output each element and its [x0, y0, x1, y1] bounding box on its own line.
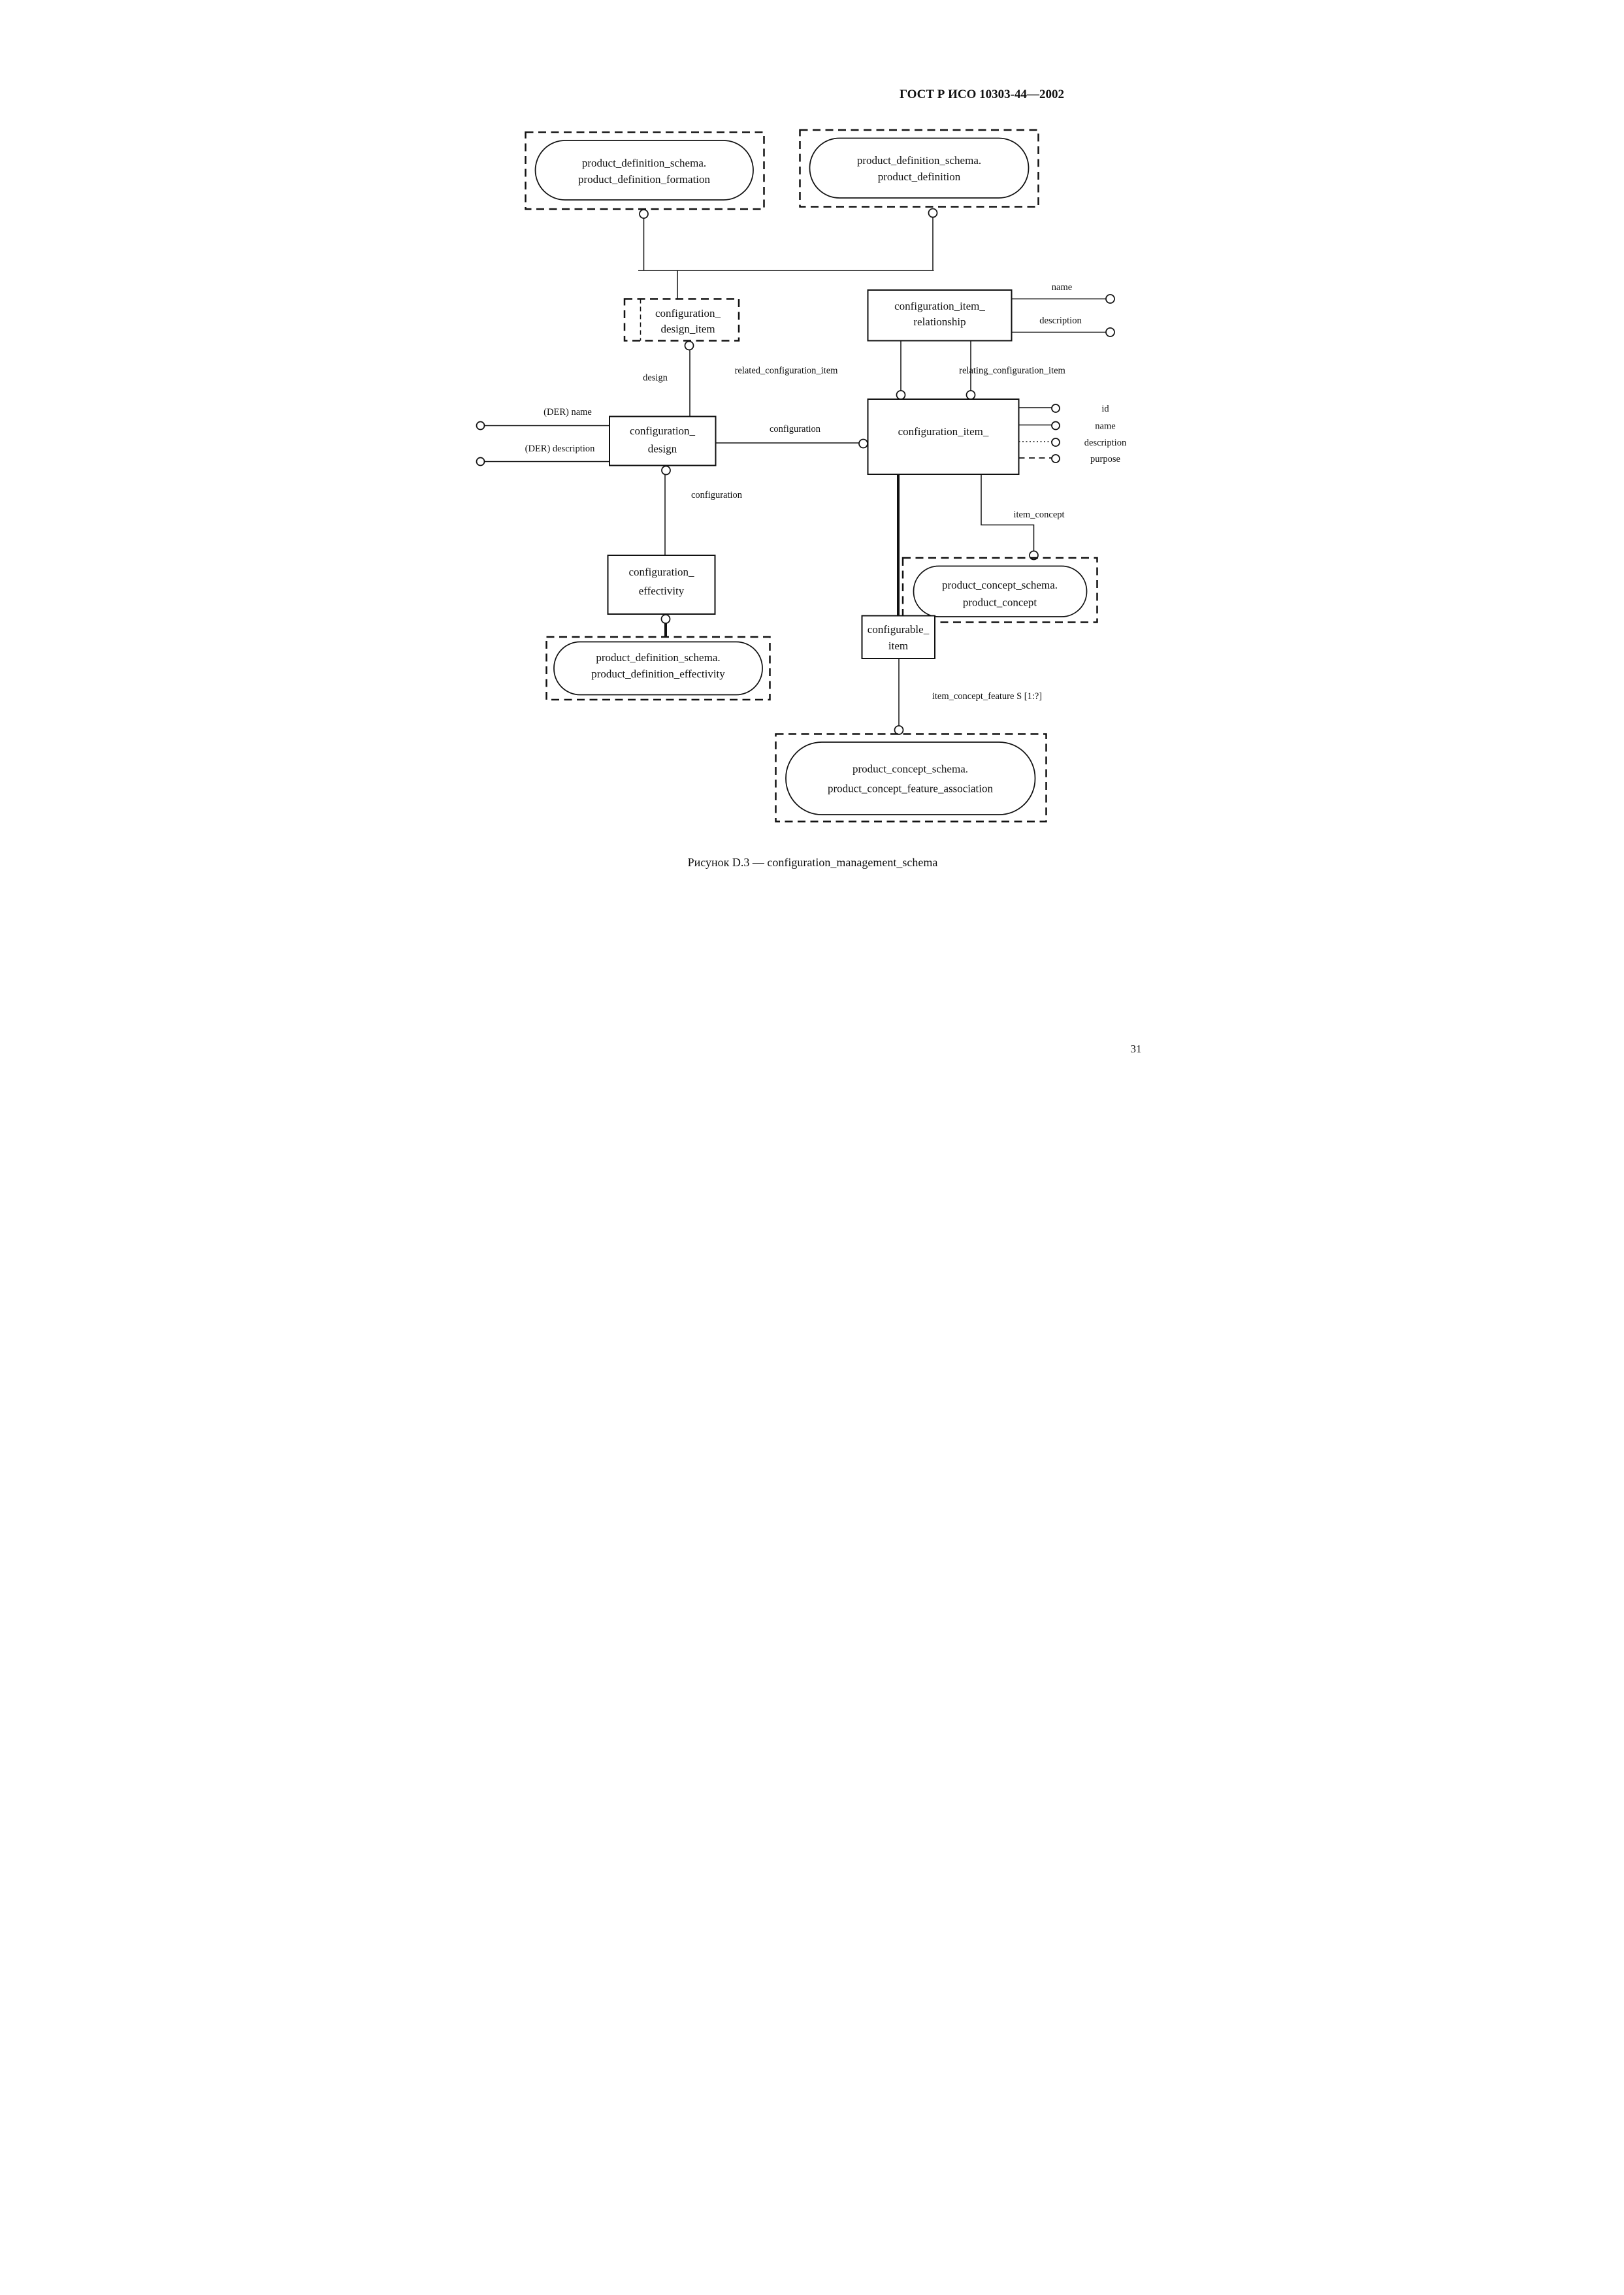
- connector-circle: [1105, 294, 1115, 304]
- attribute-label-der-name: (DER) name: [544, 407, 592, 417]
- entity-configuration-design-item: configuration_ design_item: [623, 298, 739, 342]
- ref-schema-line: product_definition_schema.: [856, 154, 981, 167]
- connector-circle: [476, 457, 485, 466]
- stadium-shape: [785, 741, 1035, 815]
- ref-product-concept: product_concept_schema. product_concept: [901, 557, 1098, 623]
- attribute-label-name: name: [1095, 421, 1115, 432]
- connector-circle: [894, 725, 903, 735]
- entity-frame: [867, 289, 1012, 342]
- entity-frame: [607, 555, 715, 615]
- entity-frame: [861, 615, 935, 659]
- document-page: ГОСТ Р ИСО 10303-44—2002 product_definit…: [406, 0, 1218, 1148]
- connector-circle: [858, 438, 868, 449]
- entity-configurable-item: configurable_ item: [861, 615, 935, 659]
- ref-entity-line: product_definition: [877, 171, 960, 183]
- dashed-schema-frame: [524, 131, 765, 210]
- connector-circle: [660, 465, 671, 476]
- entity-configuration-item: configuration_item_: [867, 399, 1019, 475]
- entity-name-line: design: [647, 443, 677, 455]
- connector-circle: [896, 390, 905, 400]
- entity-name-line: item: [888, 640, 907, 652]
- attribute-label-related-configuration-item: related_configuration_item: [734, 366, 838, 376]
- ref-product-definition-effectivity: product_definition_schema. product_defin…: [545, 636, 771, 701]
- attribute-label-description: description: [1039, 316, 1082, 326]
- stadium-shape: [553, 641, 763, 696]
- attribute-label-description: description: [1084, 438, 1126, 448]
- express-g-diagram: ГОСТ Р ИСО 10303-44—2002 product_definit…: [406, 0, 1218, 1148]
- connector-circle: [1050, 438, 1060, 447]
- dashed-schema-frame: [774, 733, 1047, 822]
- attribute-label-relating-configuration-item: relating_configuration_item: [959, 366, 1065, 376]
- entity-name-line: configuration_item_: [894, 300, 985, 312]
- ref-entity-line: product_definition_formation: [577, 173, 710, 186]
- attribute-label-der-description: (DER) description: [525, 444, 594, 454]
- connector-circle: [1050, 421, 1060, 431]
- stadium-shape: [809, 137, 1029, 199]
- ref-entity-line: product_definition_effectivity: [591, 668, 725, 680]
- attribute-label-item-concept: item_concept: [1013, 510, 1064, 520]
- entity-name-line: design_item: [660, 323, 715, 335]
- ref-product-concept-feature-association: product_concept_schema. product_concept_…: [774, 733, 1047, 822]
- entity-name-line: configuration_: [629, 425, 695, 437]
- attribute-label-item-concept-feature: item_concept_feature S [1:?]: [932, 691, 1041, 702]
- entity-frame: [608, 415, 716, 466]
- entity-name-line: configuration_: [655, 307, 721, 319]
- attribute-label-name: name: [1051, 282, 1071, 293]
- ref-schema-line: product_concept_schema.: [852, 763, 967, 775]
- figure-caption: Рисунок D.3 — configuration_management_s…: [687, 856, 937, 869]
- connector-circle: [966, 390, 975, 400]
- attribute-label-configuration: configuration: [769, 424, 820, 434]
- attribute-label-design: design: [643, 373, 668, 383]
- connector-circle: [928, 208, 937, 218]
- attribute-label-purpose: purpose: [1090, 454, 1120, 464]
- entity-name-line: relationship: [913, 316, 966, 328]
- stadium-shape: [913, 565, 1087, 617]
- dashed-schema-frame: [798, 129, 1039, 208]
- attribute-label-configuration: configuration: [690, 490, 742, 500]
- connector-circle: [684, 340, 694, 351]
- attribute-label-id: id: [1101, 404, 1109, 414]
- connector-circle: [1105, 327, 1115, 337]
- entity-configuration-design: configuration_ design: [608, 415, 716, 466]
- entity-name-line: configuration_item_: [898, 425, 988, 438]
- page-number: 31: [1130, 1043, 1141, 1055]
- page-header: ГОСТ Р ИСО 10303-44—2002: [900, 88, 1064, 101]
- ref-schema-line: product_concept_schema.: [941, 579, 1057, 591]
- connector-circle: [638, 209, 649, 219]
- entity-configuration-effectivity: configuration_ effectivity: [607, 555, 715, 615]
- connector-circle: [660, 614, 670, 624]
- connector-circle: [476, 421, 485, 431]
- connector-circle: [1050, 454, 1060, 463]
- ref-schema-line: product_definition_schema.: [596, 651, 720, 664]
- link-line-item-concept: [980, 474, 1034, 551]
- dashed-schema-frame: [901, 557, 1098, 623]
- ref-product-definition-formation: product_definition_schema. product_defin…: [524, 131, 765, 210]
- entity-name-line: effectivity: [638, 585, 684, 597]
- stadium-shape: [534, 140, 754, 201]
- dashed-entity-frame: [623, 298, 739, 342]
- entity-name-line: configuration_: [628, 566, 694, 578]
- connector-circle: [1050, 404, 1060, 413]
- dashed-schema-frame: [545, 636, 771, 701]
- ref-product-definition: product_definition_schema. product_defin…: [798, 129, 1039, 208]
- page-background: [406, 0, 1218, 1148]
- ref-entity-line: product_concept_feature_association: [827, 783, 993, 795]
- entity-name-line: configurable_: [867, 623, 929, 636]
- ref-schema-line: product_definition_schema.: [581, 157, 706, 169]
- entity-frame: [867, 399, 1019, 475]
- entity-configuration-item-relationship: configuration_item_ relationship: [867, 289, 1012, 342]
- ref-entity-line: product_concept: [962, 596, 1037, 609]
